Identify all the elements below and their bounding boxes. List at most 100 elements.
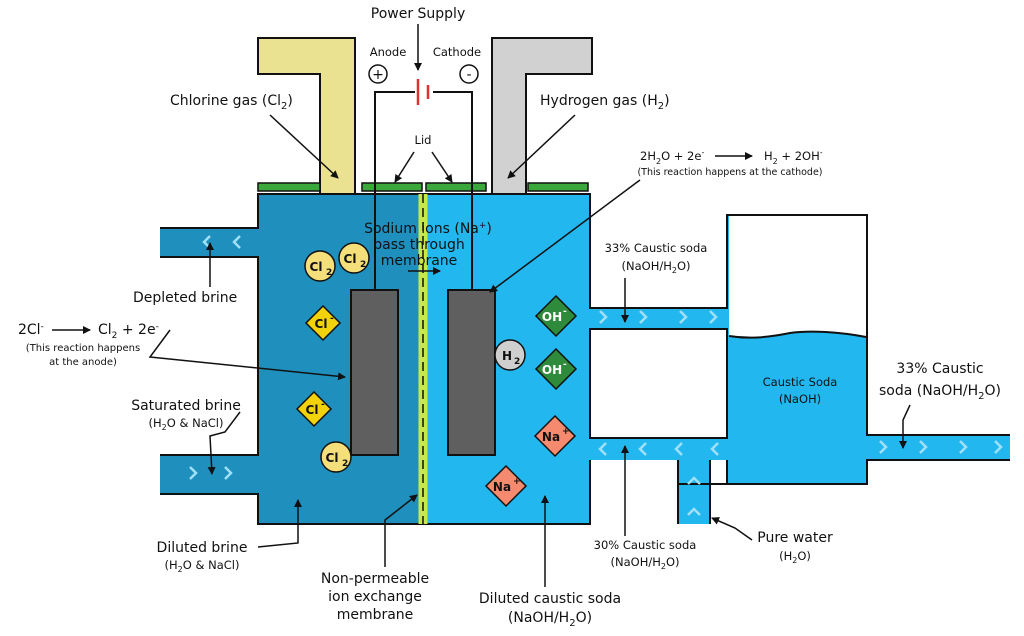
sodium-ions-line1: Sodium ions (Na xyxy=(364,221,479,237)
svg-text:Sodium ions (Na+): Sodium ions (Na+) xyxy=(364,221,492,237)
saturated-brine-line1: Saturated brine xyxy=(131,398,241,414)
caustic-33-out-label: 33% Caustic soda (NaOH/H2O) xyxy=(879,361,1001,402)
oh-ion-label: OH xyxy=(542,310,562,324)
caustic-33-top-label: 33% Caustic soda (NaOH/H2O) xyxy=(605,241,708,275)
diluted-brine-formula: (H xyxy=(165,558,178,572)
anode-reaction-rhs: Cl xyxy=(98,322,112,338)
na-ion-sup: + xyxy=(562,427,570,437)
cl-ion-sup: - xyxy=(330,314,334,324)
cathode-label: Cathode xyxy=(433,45,481,59)
svg-text:(H2O & NaCl): (H2O & NaCl) xyxy=(165,558,240,574)
depleted-brine-label: Depleted brine xyxy=(133,290,237,306)
cl2-ion-sub: 2 xyxy=(326,268,332,278)
caustic-30-label: 30% Caustic soda (NaOH/H2O) xyxy=(594,538,697,571)
lid-strips xyxy=(257,182,589,192)
diluted-caustic-formula: (NaOH/H xyxy=(508,610,569,626)
saturated-brine-label: Saturated brine (H2O & NaCl) xyxy=(131,398,241,432)
svg-text:(NaOH/H2O): (NaOH/H2O) xyxy=(508,610,592,629)
cl-ion-1: Cl - xyxy=(304,304,342,342)
cl2-ion-label: Cl xyxy=(310,260,323,274)
diluted-caustic-label: Diluted caustic soda (NaOH/H2O) xyxy=(479,591,621,629)
svg-text:2H2O + 2e-: 2H2O + 2e- xyxy=(640,148,704,166)
chlorine-gas-pipe xyxy=(257,37,356,195)
svg-text:2Cl-: 2Cl- xyxy=(18,322,44,338)
anode-sign: + xyxy=(372,67,384,83)
cl-ion-label: Cl xyxy=(315,317,328,331)
cathode-reaction-rhs: H xyxy=(764,149,773,163)
caustic-30-formula: (NaOH/H xyxy=(611,555,661,569)
h2-ion-label: H xyxy=(502,349,512,363)
lid-label: Lid xyxy=(415,133,432,147)
caustic-tank-air xyxy=(729,216,866,338)
cathode-wire xyxy=(433,91,473,290)
membrane-line3: membrane xyxy=(337,607,414,623)
tank-label-line2: (NaOH) xyxy=(779,392,821,406)
cell-outline xyxy=(160,193,1010,525)
anode-reaction-note1: (This reaction happens xyxy=(26,343,140,354)
flow-chevrons xyxy=(189,235,1003,516)
sodium-ions-line2: pass through xyxy=(373,237,465,253)
cathode-sign: - xyxy=(466,67,471,83)
cl2-ion-2: Cl 2 xyxy=(338,242,370,274)
na-ion-2: Na + xyxy=(484,464,528,508)
membrane-label: Non-permeable ion exchange membrane xyxy=(321,571,429,623)
cathode-reaction-rhs-sup: - xyxy=(820,148,823,157)
cathode-terminal-icon xyxy=(459,64,479,84)
svg-text:soda (NaOH/H2O): soda (NaOH/H2O) xyxy=(879,383,1001,402)
diluted-brine-label: Diluted brine (H2O & NaCl) xyxy=(157,540,248,574)
anode-terminal-icon xyxy=(368,64,388,84)
sodium-ions-line3: membrane xyxy=(381,253,458,269)
na-ion-label: Na xyxy=(542,430,560,444)
svg-text:Cl2 + 2e-: Cl2 + 2e- xyxy=(98,322,159,341)
cl-ion-label: Cl xyxy=(306,403,319,417)
oh-ion-label: OH xyxy=(542,363,562,377)
anode-reaction-rhs-rest: + 2e xyxy=(117,322,155,338)
hydrogen-gas-text: Hydrogen gas (H xyxy=(540,93,658,109)
chlorine-gas-text: Chlorine gas (Cl xyxy=(170,93,281,109)
oh-ion-sup: - xyxy=(563,307,567,317)
pure-water-formula: (H xyxy=(779,549,792,563)
cathode-reaction: 2H2O + 2e- H2 + 2OH- (This reaction happ… xyxy=(637,148,822,178)
caustic-33-top-formula: (NaOH/H xyxy=(622,259,672,273)
pipe-separator-block xyxy=(589,328,728,439)
cathode-reaction-rhs-sub: 2 xyxy=(773,157,778,166)
pure-water-label: Pure water (H2O) xyxy=(757,530,833,565)
h2-ion-sub: 2 xyxy=(514,357,520,367)
cl2-ion-sub: 2 xyxy=(342,459,348,469)
oh-ion-sup: - xyxy=(563,360,567,370)
anode-reaction-rhs-sub: 2 xyxy=(112,331,118,341)
cl2-ion-1: Cl 2 xyxy=(304,250,336,282)
cathode-electrode xyxy=(447,289,496,456)
caustic-33-top-formula-rest: O) xyxy=(677,259,691,273)
membrane-line1: Non-permeable xyxy=(321,571,429,587)
anode-reaction-lhs: 2Cl xyxy=(18,322,41,338)
chlorine-gas-sub: 2 xyxy=(281,101,287,112)
na-ion-sup: + xyxy=(513,477,521,487)
caustic-30-line1: 30% Caustic soda xyxy=(594,538,697,552)
sodium-ions-sup: + xyxy=(479,221,487,231)
cathode-reaction-lhs-sub: 2 xyxy=(656,157,661,166)
diluted-brine-formula-rest: O & NaCl) xyxy=(183,558,240,572)
membrane-line2: ion exchange xyxy=(328,589,422,605)
oh-ion-2: OH - xyxy=(534,347,578,391)
diluted-caustic-line1: Diluted caustic soda xyxy=(479,591,621,607)
na-ion-1: Na + xyxy=(533,414,577,458)
cathode-reaction-lhs: 2H xyxy=(640,149,656,163)
saturated-brine-formula: (H xyxy=(149,416,162,430)
cathode-reaction-lhs-sup: - xyxy=(701,148,704,157)
cathode-reaction-rhs-rest: + 2OH xyxy=(778,149,820,163)
pure-water-pipe xyxy=(678,460,710,524)
svg-text:(H2O): (H2O) xyxy=(779,549,811,565)
pure-water-line1: Pure water xyxy=(757,530,833,546)
svg-text:(NaOH/H2O): (NaOH/H2O) xyxy=(611,555,680,571)
anode-label: Anode xyxy=(370,45,407,59)
hydrogen-gas-pipe xyxy=(491,37,593,195)
svg-text:H2 + 2OH-: H2 + 2OH- xyxy=(764,148,823,166)
cl2-ion-sub: 2 xyxy=(360,260,366,270)
anode-electrode xyxy=(350,289,399,456)
cathode-reaction-note: (This reaction happens at the cathode) xyxy=(637,167,822,178)
hydrogen-gas-label: Hydrogen gas (H2) xyxy=(540,93,670,112)
na-ion-label: Na xyxy=(493,480,511,494)
diluted-brine-line1: Diluted brine xyxy=(157,540,248,556)
